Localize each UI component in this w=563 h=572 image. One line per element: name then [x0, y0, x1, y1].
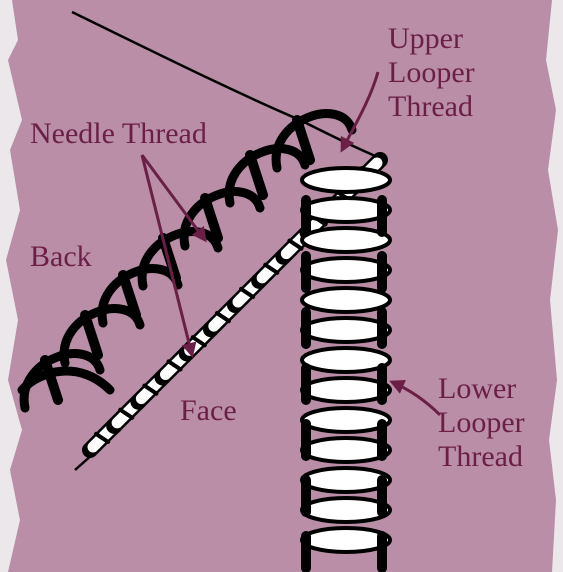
upper-looper-thread-label: Upper Looper Thread — [388, 22, 475, 124]
lower-looper-loop — [302, 528, 390, 552]
lower-looper-loop — [302, 378, 390, 402]
lower-looper-thread-label: Lower Looper Thread — [438, 372, 525, 474]
lower-looper-loop — [302, 198, 390, 222]
lower-looper-loop — [302, 288, 390, 312]
lower-looper-loop — [302, 258, 390, 282]
upper-looper-label-line-2: Looper — [388, 56, 475, 90]
lower-looper-loop — [302, 228, 390, 252]
lower-looper-loop — [302, 468, 390, 492]
upper-looper-label-line-3: Thread — [388, 90, 475, 124]
upper-looper-label-line-1: Upper — [388, 22, 475, 56]
face-label: Face — [180, 394, 237, 428]
needle-thread-label: Needle Thread — [30, 117, 207, 151]
lower-looper-loop — [302, 438, 390, 462]
lower-looper-loop — [302, 168, 390, 192]
lower-looper-loop — [302, 348, 390, 372]
lower-looper-label-line-3: Thread — [438, 440, 525, 474]
lower-looper-label-line-2: Looper — [438, 406, 525, 440]
back-label: Back — [30, 240, 92, 274]
lower-looper-loop — [302, 408, 390, 432]
lower-looper-label-line-1: Lower — [438, 372, 525, 406]
lower-looper-loop — [302, 498, 390, 522]
lower-looper-loop — [302, 318, 390, 342]
